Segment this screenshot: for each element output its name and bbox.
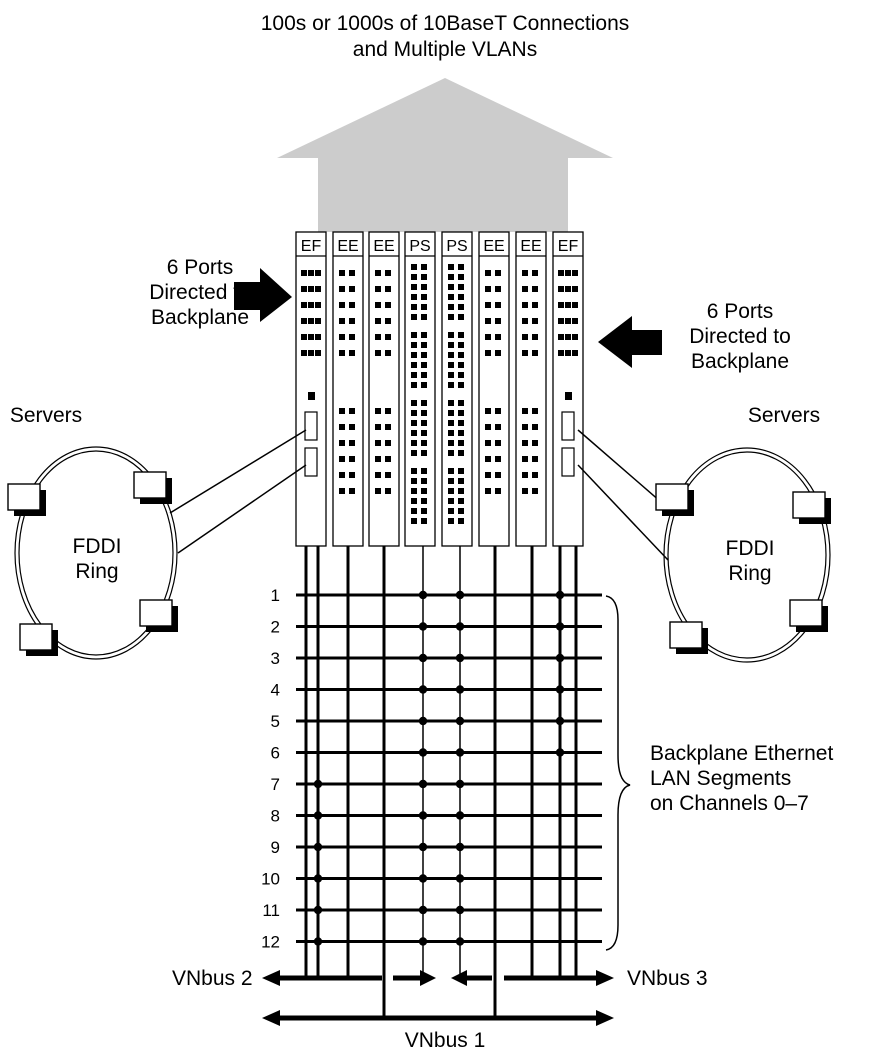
connection-dot — [418, 874, 428, 883]
connection-dot — [418, 779, 428, 789]
connection-dot — [418, 716, 428, 726]
channel-label: 11 — [262, 901, 280, 920]
ports-right-line-3: Backplane — [691, 350, 789, 373]
vnbus-arrows — [262, 970, 614, 1026]
module-card-ps: PS — [404, 231, 436, 547]
channel-label: 1 — [271, 586, 280, 605]
channel-label: 2 — [271, 618, 280, 637]
connection-dot — [455, 716, 465, 726]
module-label: EF — [558, 238, 579, 255]
module-label: EE — [520, 238, 541, 255]
channel-label: 9 — [271, 838, 280, 857]
backplane-label-line-2: LAN Segments — [650, 767, 791, 790]
connection-dot — [418, 590, 428, 600]
vnbus-3-label: VNbus 3 — [627, 967, 708, 990]
connection-dot — [455, 937, 465, 946]
right-arrow-icon — [234, 268, 292, 322]
vnbus-1-label: VNbus 1 — [405, 1029, 486, 1052]
vnbus-2-label: VNbus 2 — [172, 967, 253, 990]
connection-dot — [418, 685, 428, 694]
module-card-ee: EE — [478, 231, 510, 547]
fddi-ring-right: FDDI Ring — [577, 429, 831, 663]
connection-dot — [455, 622, 465, 631]
connection-dot — [418, 622, 428, 631]
server-icon — [139, 599, 178, 632]
server-icon — [789, 599, 828, 632]
server-icon — [792, 491, 831, 524]
connection-dot — [455, 874, 465, 883]
module-card-ee: EE — [515, 231, 547, 547]
module-card-ee: EE — [368, 231, 400, 547]
channel-label: 4 — [271, 681, 280, 700]
ports-left-line-3: Backplane — [151, 306, 249, 329]
connection-dot — [455, 748, 465, 757]
ring-left-line-1: FDDI — [73, 535, 122, 558]
connection-dot — [313, 937, 323, 946]
module-label: PS — [446, 238, 467, 255]
channel-label: 10 — [261, 870, 280, 889]
connection-dot — [418, 842, 428, 852]
server-icon — [7, 483, 46, 516]
servers-left-group — [7, 471, 178, 656]
servers-right-group — [655, 483, 831, 654]
left-arrow-icon — [598, 316, 662, 368]
brace-icon — [605, 595, 631, 951]
connection-dot — [455, 842, 465, 852]
module-label: EF — [301, 238, 322, 255]
backplane-label-line-3: on Channels 0–7 — [650, 792, 809, 815]
module-card-ps: PS — [441, 231, 473, 547]
connection-dot — [455, 590, 465, 600]
connection-dot — [455, 779, 465, 789]
connection-dot — [418, 905, 428, 915]
connection-dot — [313, 779, 323, 789]
connection-dot — [418, 811, 428, 820]
title-line-1: 100s or 1000s of 10BaseT Connections — [261, 12, 630, 35]
module-card-ee: EE — [332, 231, 364, 547]
connection-dot — [455, 653, 465, 663]
server-icon — [669, 621, 708, 654]
channel-label: 7 — [271, 775, 280, 794]
ring-left-line-2: Ring — [75, 560, 118, 583]
connection-dot — [418, 748, 428, 757]
upward-arrow-icon — [277, 78, 613, 232]
module-label: PS — [409, 238, 430, 255]
connection-dot — [418, 937, 428, 946]
channel-label: 3 — [271, 649, 280, 668]
connection-dot — [418, 653, 428, 663]
connection-dot — [455, 685, 465, 694]
connection-dot — [313, 811, 323, 820]
backplane-grid — [296, 546, 602, 1018]
ports-right-line-1: 6 Ports — [707, 300, 774, 323]
fddi-ring-left: FDDI Ring — [14, 429, 307, 660]
connection-dot — [455, 811, 465, 820]
chassis-modules: EF EE EE PS PS EE EE EF — [295, 231, 584, 547]
connection-dot — [313, 874, 323, 883]
ports-left-line-2: Directed to — [149, 281, 251, 304]
ports-left-line-1: 6 Ports — [167, 256, 234, 279]
connection-dot — [455, 905, 465, 915]
ring-right-line-1: FDDI — [726, 537, 775, 560]
connection-dot — [313, 905, 323, 915]
module-label: EE — [337, 238, 358, 255]
connection-dot — [313, 842, 323, 852]
channel-label: 8 — [271, 807, 280, 826]
server-icon — [655, 483, 694, 516]
backplane-label-line-1: Backplane Ethernet — [650, 742, 833, 765]
channel-label: 6 — [271, 744, 280, 763]
ports-right-line-2: Directed to — [689, 325, 791, 348]
module-label: EE — [373, 238, 394, 255]
channel-label: 5 — [271, 712, 280, 731]
channel-label: 12 — [261, 933, 280, 952]
server-icon — [133, 471, 172, 504]
module-card-ef: EF — [295, 231, 327, 547]
servers-left-label: Servers — [10, 404, 82, 427]
ring-right-line-2: Ring — [728, 562, 771, 585]
module-label: EE — [483, 238, 504, 255]
title-line-2: and Multiple VLANs — [353, 38, 537, 61]
servers-right-label: Servers — [748, 404, 820, 427]
server-icon — [19, 623, 58, 656]
module-card-ef: EF — [552, 231, 584, 547]
